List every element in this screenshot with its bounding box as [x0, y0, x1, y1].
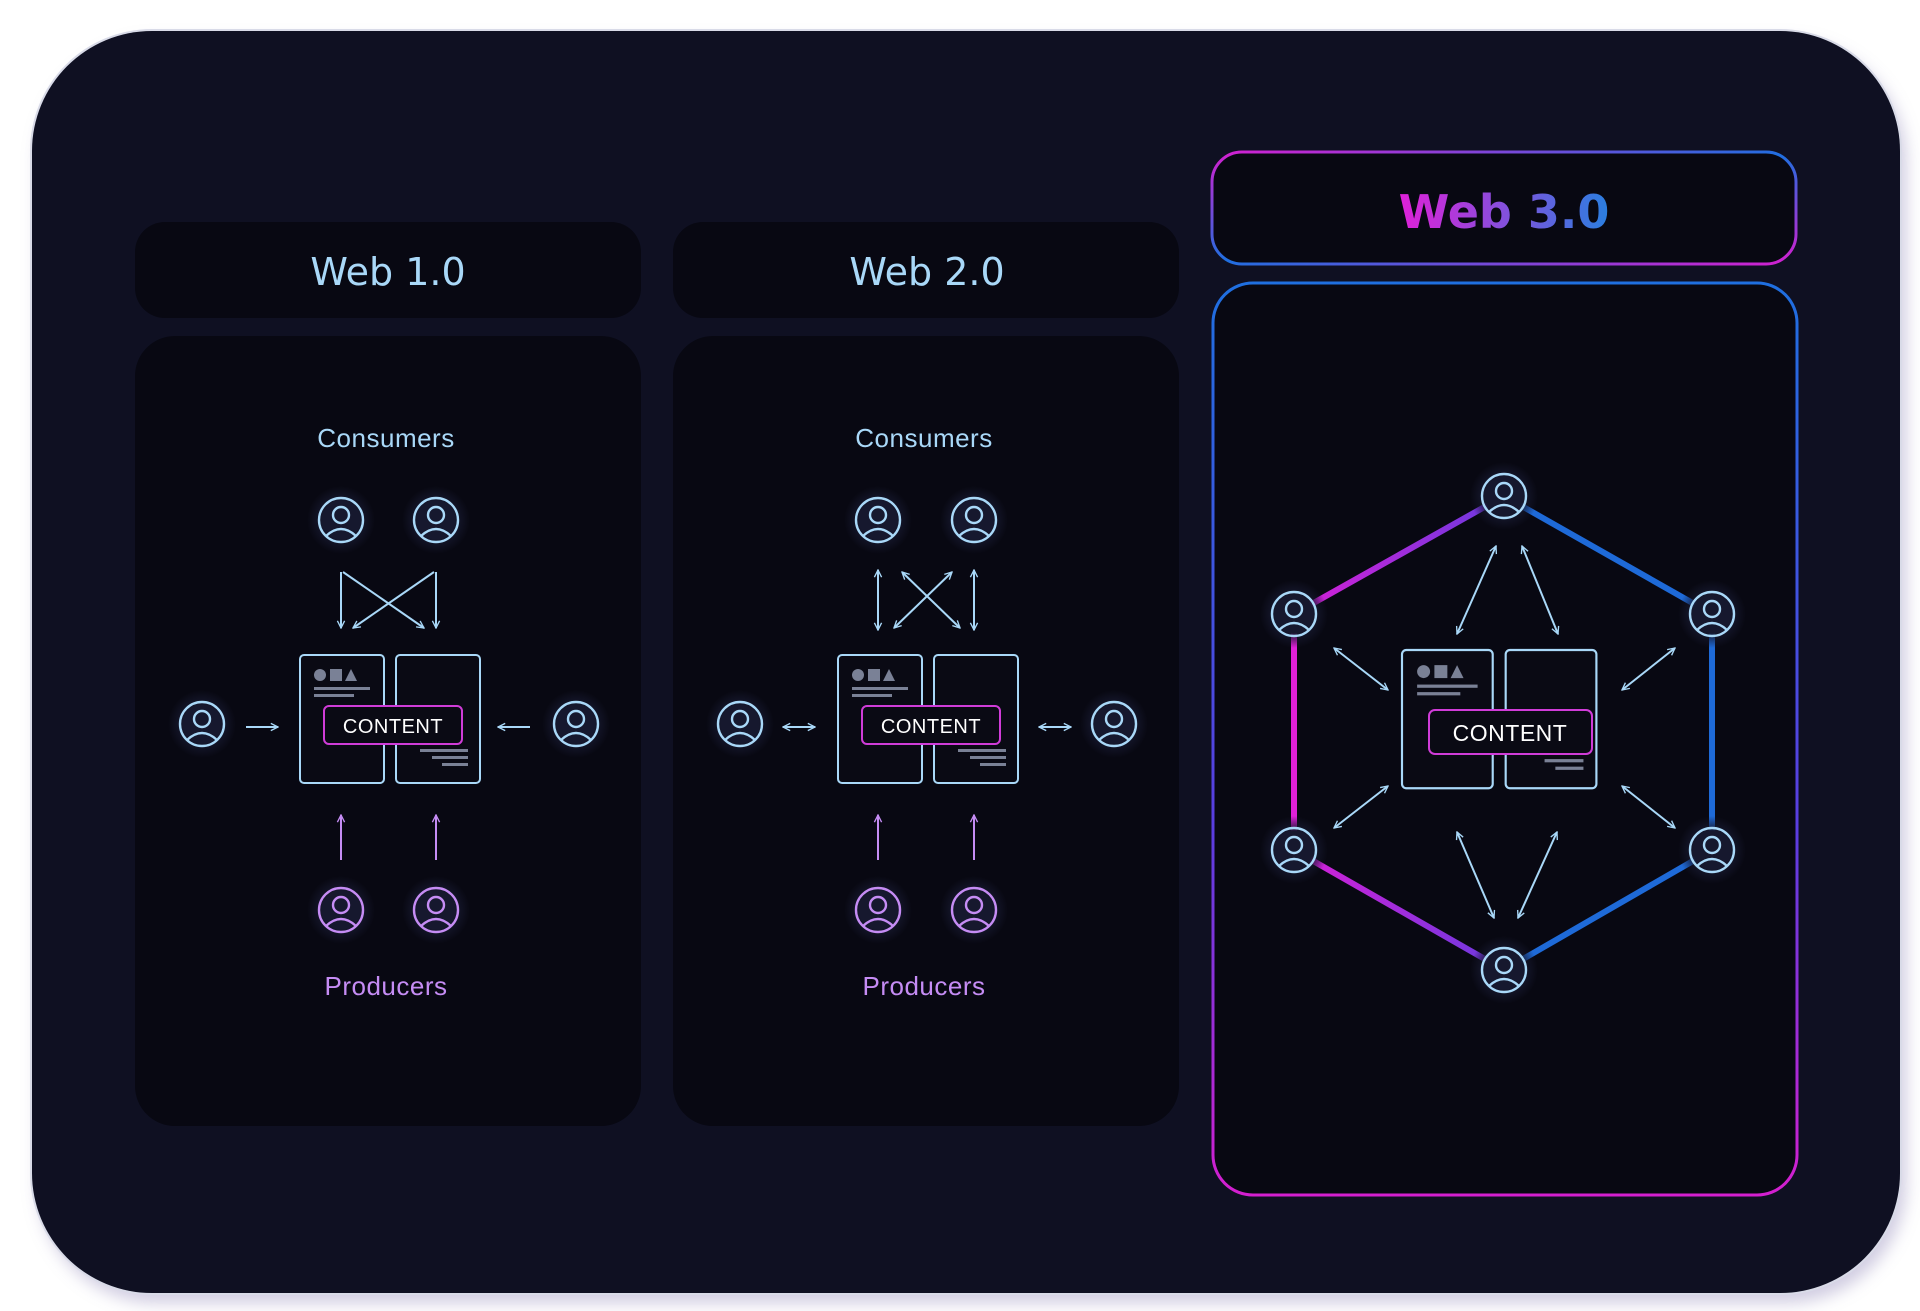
web1-producers-label: Producers — [325, 971, 448, 1001]
web2-title-box — [673, 222, 1179, 318]
panel-web1: Web 1.0 Consumers CONTENT Producers — [135, 222, 641, 1126]
web1-title: Web 1.0 — [310, 250, 465, 294]
node-icon — [1676, 578, 1748, 650]
node-icon — [1468, 934, 1540, 1006]
web1-title-box — [135, 222, 641, 318]
web2-content-label: CONTENT — [881, 716, 981, 738]
producer-icon — [842, 874, 914, 946]
consumer-icon — [842, 484, 914, 556]
web1-consumer-arrows — [341, 571, 436, 628]
producer-icon — [938, 874, 1010, 946]
web1-content-badge — [323, 705, 463, 745]
consumer-icon — [938, 484, 1010, 556]
panel-web2: Web 2.0 Consumers CONTENT Producers — [673, 222, 1179, 1126]
web3-network-edges — [1291, 493, 1715, 973]
consumer-icon — [166, 688, 238, 760]
web2-content-badge — [861, 705, 1001, 745]
node-icon — [1468, 460, 1540, 532]
web1-content-label: CONTENT — [343, 716, 443, 738]
web3-content-label: CONTENT — [1453, 720, 1568, 746]
consumer-icon — [540, 688, 612, 760]
web3-arrows — [1334, 546, 1675, 918]
web3-content-badge — [1428, 709, 1593, 755]
panel-web3: Web 3.0 — [1210, 150, 1799, 1197]
node-icon — [1258, 578, 1330, 650]
web2-consumers-label: Consumers — [855, 423, 992, 453]
web1-consumers-label: Consumers — [317, 423, 454, 453]
web2-producers-label: Producers — [863, 971, 986, 1001]
web3-title-box — [1210, 150, 1798, 266]
web2-consumer-arrows — [878, 570, 974, 630]
producer-icon — [400, 874, 472, 946]
web3-title: Web 3.0 — [1399, 185, 1610, 239]
producer-icon — [305, 874, 377, 946]
consumer-icon — [305, 484, 377, 556]
web2-title: Web 2.0 — [849, 250, 1004, 294]
consumer-icon — [704, 688, 776, 760]
node-icon — [1258, 814, 1330, 886]
consumer-icon — [1078, 688, 1150, 760]
node-icon — [1676, 814, 1748, 886]
consumer-icon — [400, 484, 472, 556]
